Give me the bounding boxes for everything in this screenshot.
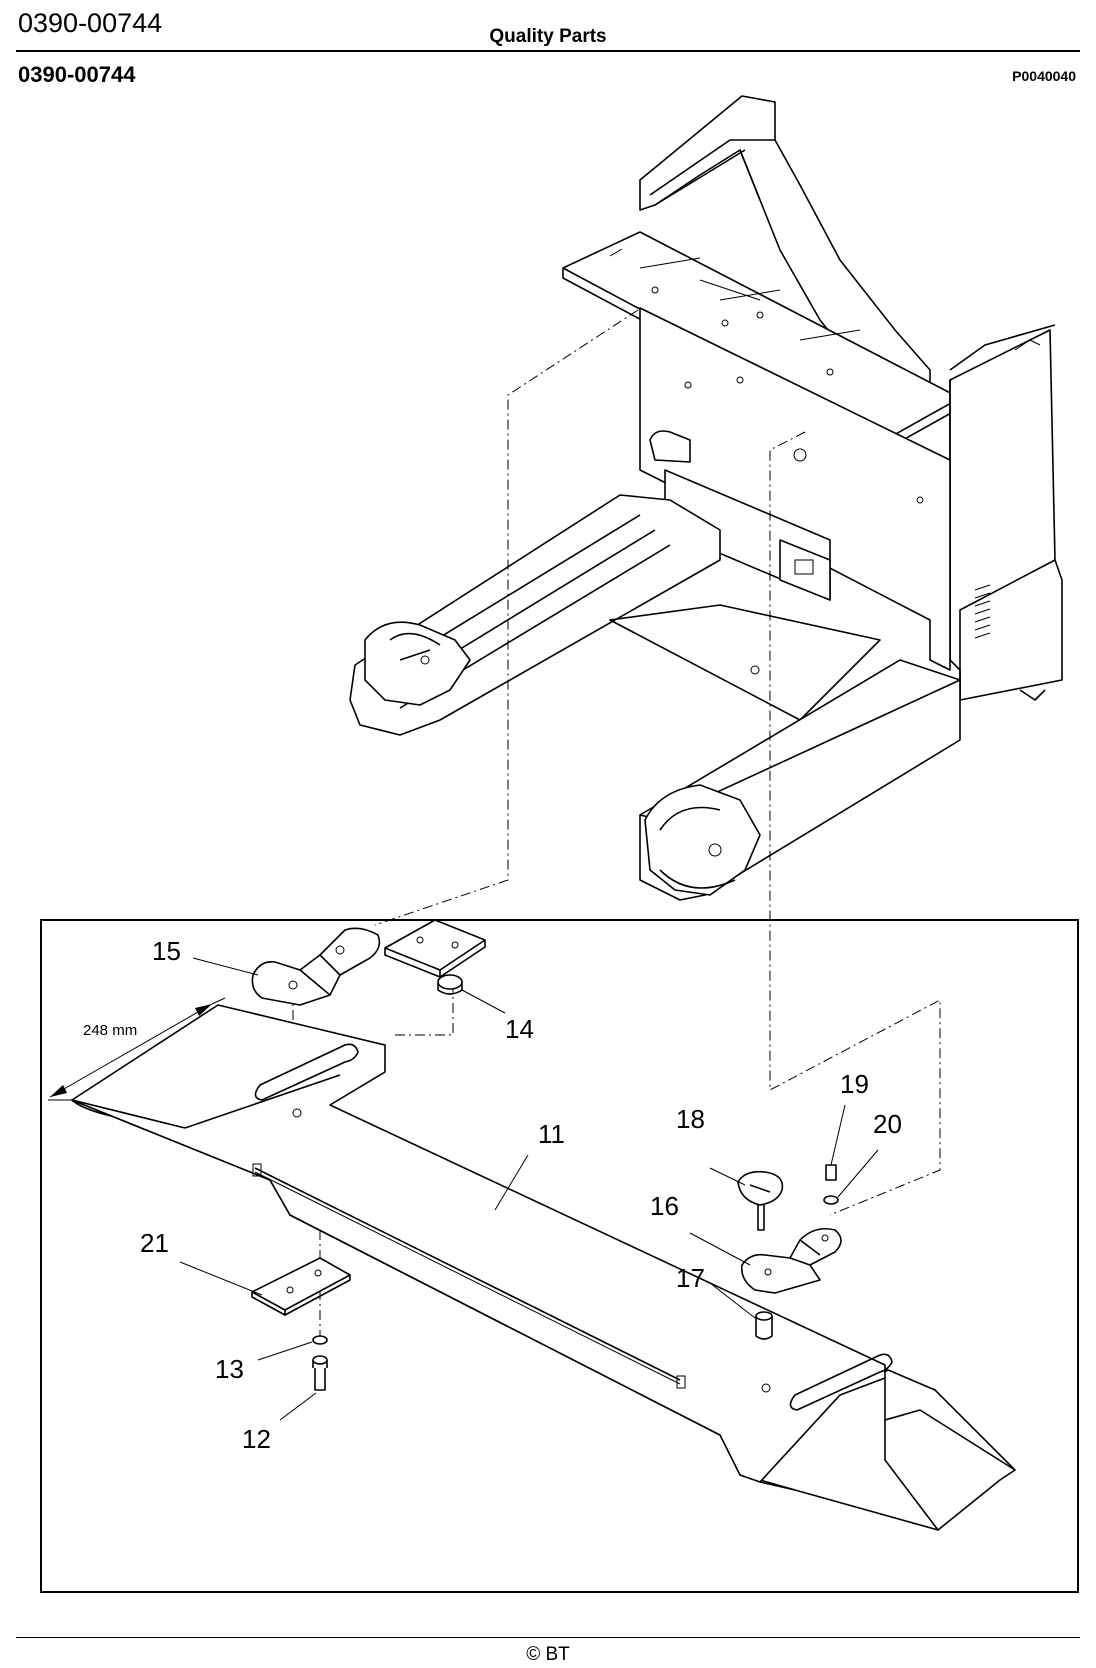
dimension-248mm: 248 mm	[48, 997, 226, 1101]
callout-16: 16	[650, 1191, 679, 1221]
callout-11: 11	[538, 1119, 565, 1149]
part-11-main-plate	[71, 1004, 1016, 1531]
part-14-plate-nut	[384, 919, 486, 995]
part-19-20-screw-washer	[823, 1164, 839, 1205]
callout-20: 20	[873, 1109, 902, 1139]
detail-frame	[40, 919, 1079, 1593]
part-21-plate	[251, 1257, 351, 1316]
section-code: 0390-00744	[18, 62, 136, 87]
header-divider	[16, 50, 1080, 52]
callout-13: 13	[215, 1354, 244, 1384]
part-17-spacer	[755, 1311, 773, 1340]
callout-21: 21	[140, 1228, 169, 1258]
callout-leaders	[179, 957, 879, 1421]
callout-18: 18	[676, 1104, 705, 1134]
callout-15: 15	[152, 936, 181, 966]
callout-17: 17	[676, 1263, 705, 1293]
page-title: Quality Parts	[489, 26, 607, 47]
dimension-label: 248 mm	[83, 1022, 137, 1039]
part-16-bracket	[740, 1227, 842, 1294]
footer-divider	[16, 1637, 1080, 1638]
callout-19: 19	[840, 1069, 869, 1099]
callout-numbers: 11 12 13 14 15 16 17 18 19 20 21	[140, 936, 902, 1454]
part-12-13-bolt-washer	[312, 1335, 328, 1391]
document-code: 0390-00744	[18, 8, 163, 38]
part-15-bracket	[251, 927, 381, 1006]
copyright-notice: © BT	[526, 1644, 570, 1665]
callout-14: 14	[505, 1014, 534, 1044]
part-18-knob	[737, 1170, 784, 1231]
truck-chassis-illustration	[349, 95, 1063, 901]
plate-id: P0040040	[1012, 68, 1076, 84]
callout-12: 12	[242, 1424, 271, 1454]
